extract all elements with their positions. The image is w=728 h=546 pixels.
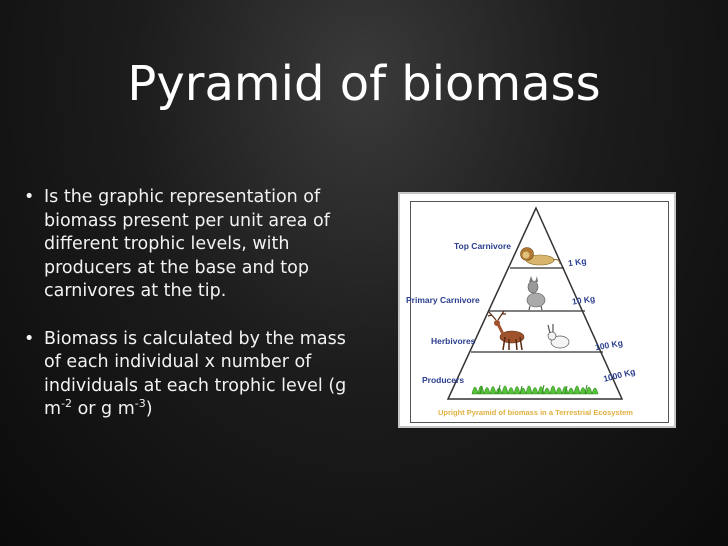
rabbit-icon bbox=[547, 324, 570, 349]
bullet-text: Biomass is calculated by the mass of eac… bbox=[44, 329, 346, 420]
bullet-item-definition: • Is the graphic representation of bioma… bbox=[24, 186, 354, 304]
lion-icon bbox=[520, 247, 561, 266]
level-label-top-carnivore: Top Carnivore bbox=[454, 241, 511, 251]
bullet-text-part: Biomass is calculated by the mass of eac… bbox=[44, 328, 347, 420]
figure-caption: Upright Pyramid of biomass in a Terrestr… bbox=[438, 408, 633, 417]
level-label-primary-carnivore: Primary Carnivore bbox=[406, 295, 480, 305]
grass-icon bbox=[471, 384, 599, 395]
level-label-herbivores: Herbivores bbox=[431, 336, 476, 346]
bullet-marker: • bbox=[24, 328, 35, 349]
level-label-producers: Producers bbox=[422, 375, 465, 385]
slide-title: Pyramid of biomass bbox=[127, 56, 601, 112]
bullet-text-part: or g m bbox=[72, 399, 135, 419]
superscript: -2 bbox=[61, 397, 73, 411]
pyramid-diagram bbox=[446, 206, 624, 400]
bullet-list: • Is the graphic representation of bioma… bbox=[24, 186, 354, 446]
bullet-marker: • bbox=[24, 187, 35, 207]
deer-icon bbox=[487, 310, 525, 351]
biomass-pyramid-figure: Top Carnivore 1 Kg Primary Carnivore 10 … bbox=[398, 192, 676, 428]
bullet-text-part: ) bbox=[145, 399, 153, 419]
bullet-item-calculation: • Biomass is calculated by the mass of e… bbox=[24, 328, 354, 422]
wolf-icon bbox=[526, 276, 546, 311]
figure-frame bbox=[410, 201, 669, 423]
bullet-text: Is the graphic representation of biomass… bbox=[44, 187, 330, 301]
superscript: -3 bbox=[134, 397, 146, 411]
